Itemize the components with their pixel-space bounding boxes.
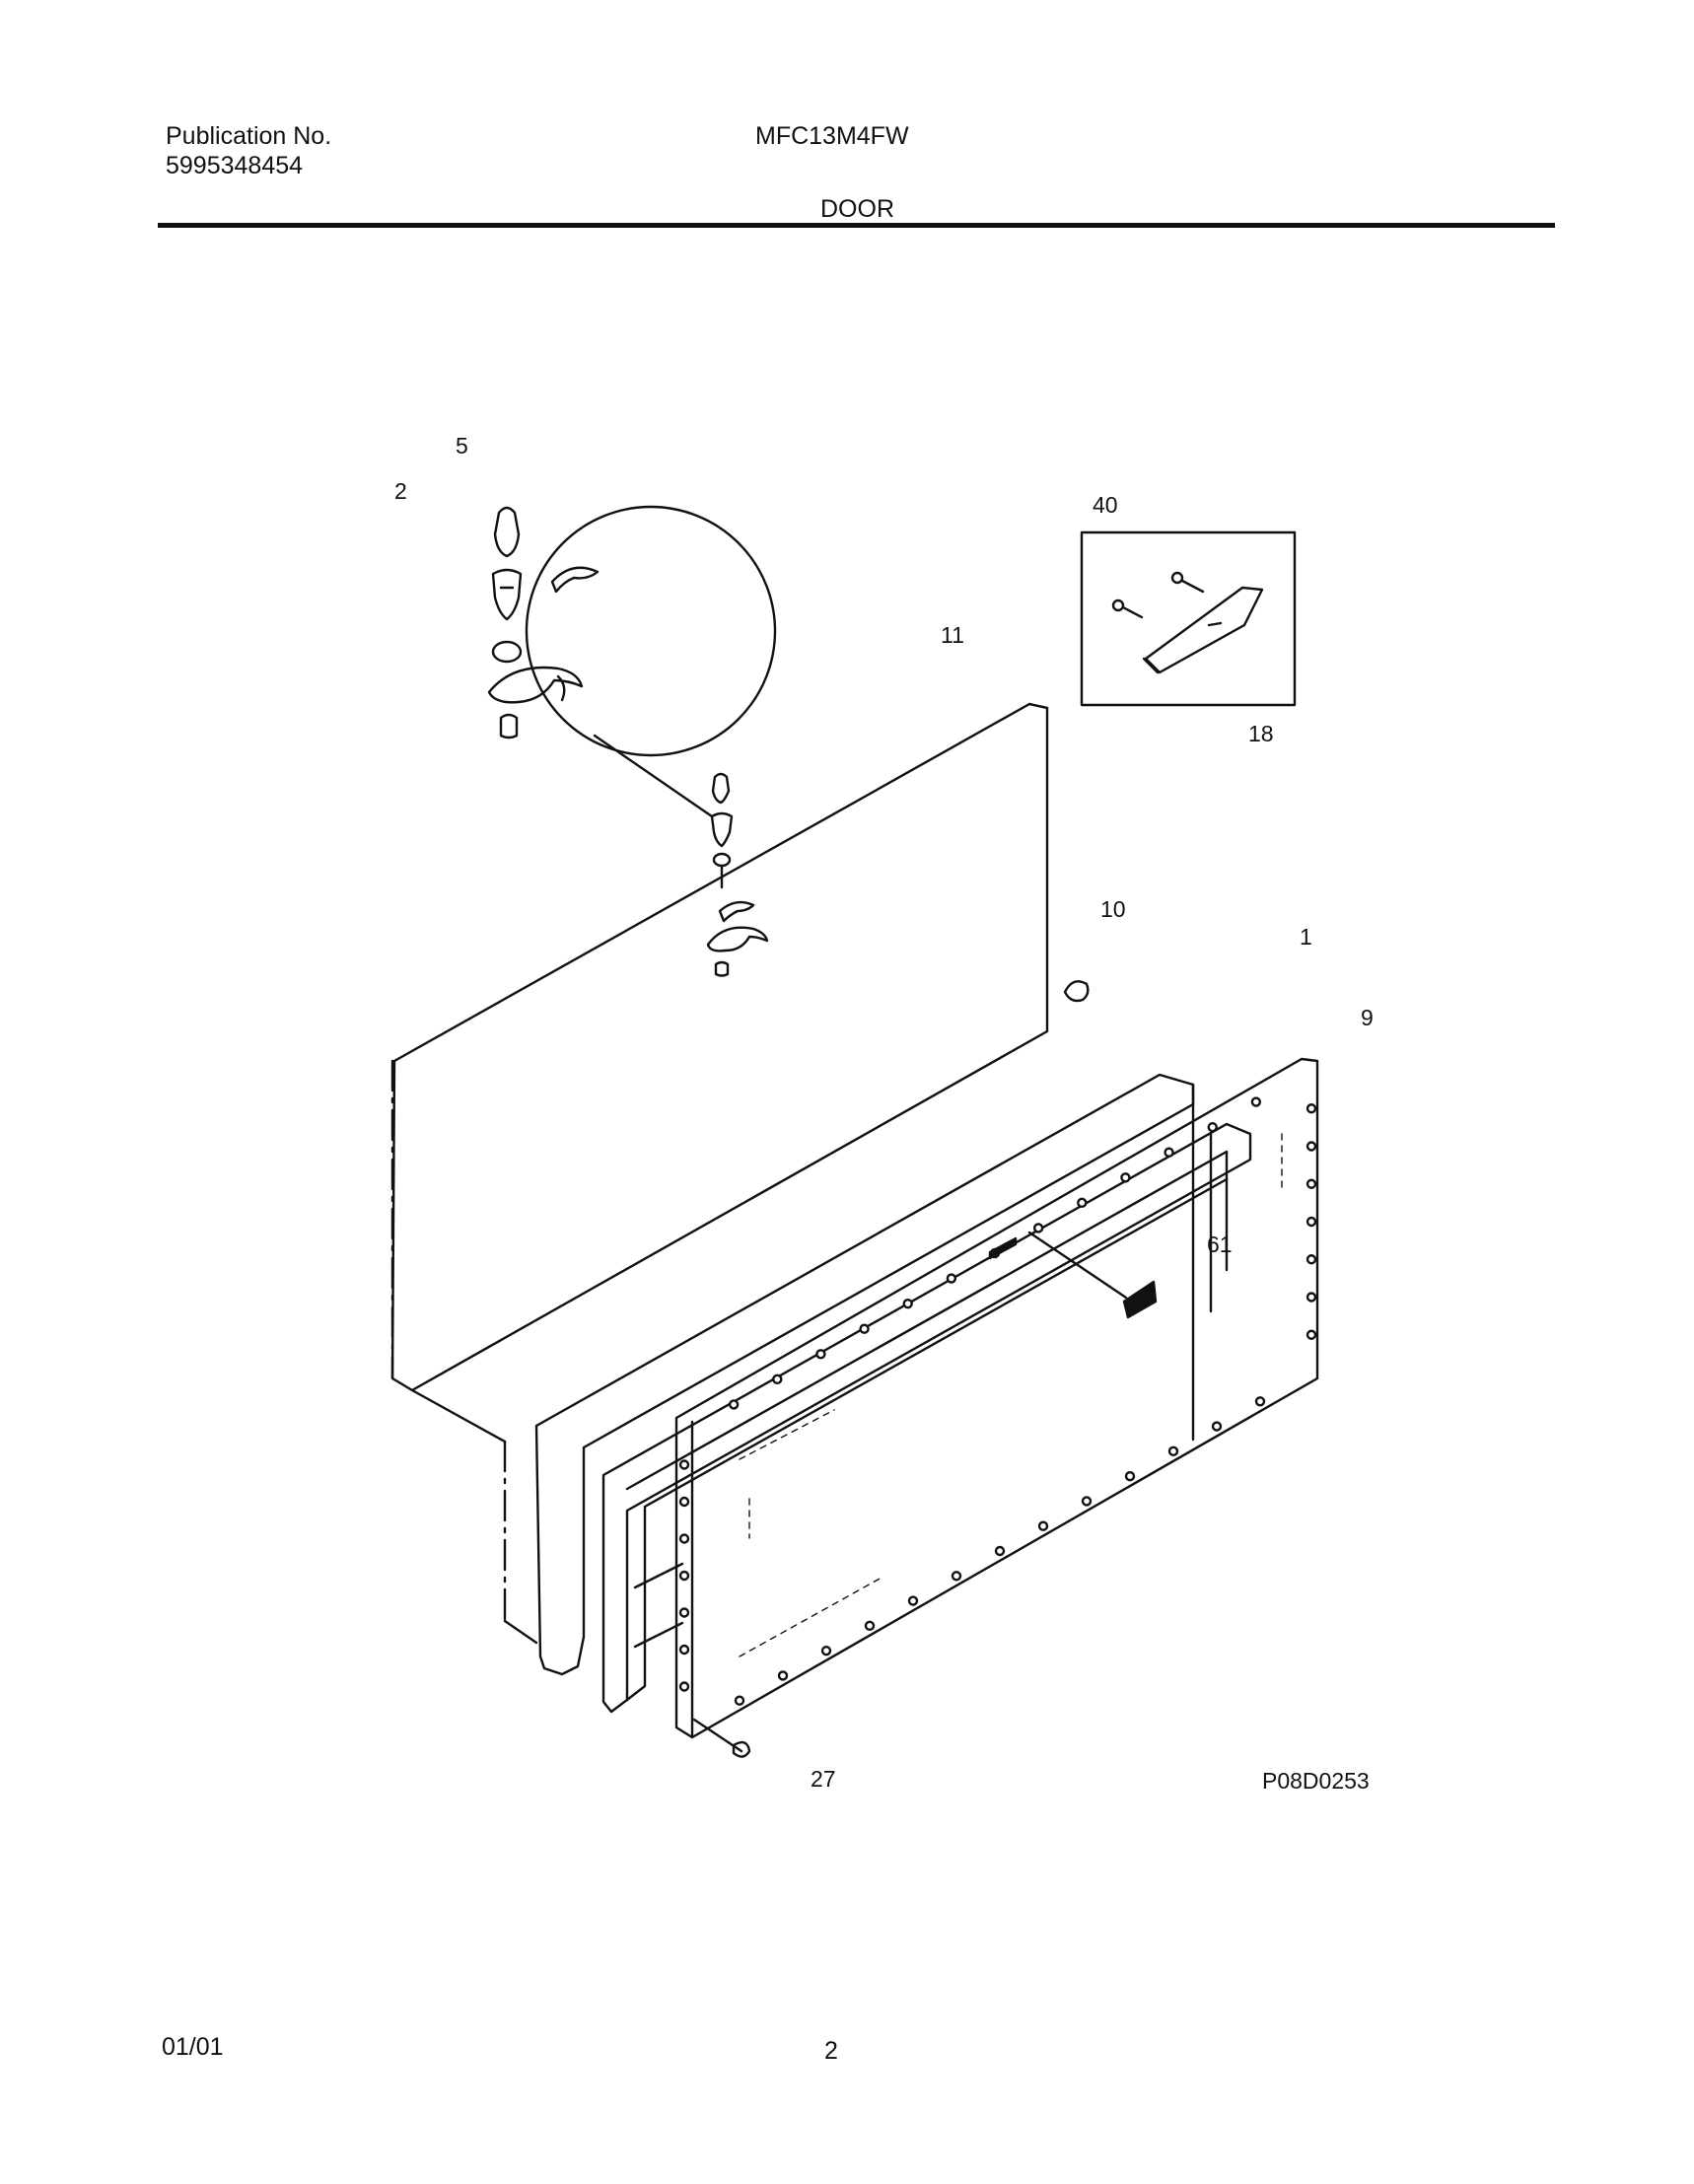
screw-dot	[1306, 1216, 1317, 1228]
hinge-detail-circle	[487, 505, 777, 818]
header-rule	[158, 223, 1555, 228]
figure-code: P08D0253	[1262, 1768, 1370, 1794]
screw-dot	[1306, 1141, 1317, 1152]
plug-part	[1063, 980, 1090, 1003]
screw-dot	[864, 1620, 876, 1632]
screw-dot	[1207, 1121, 1218, 1133]
liner-screws	[678, 1096, 1317, 1706]
screw-dot	[1167, 1445, 1179, 1457]
door-liner-panel	[410, 1073, 1195, 1676]
section-title: DOOR	[820, 195, 894, 223]
screw-dot	[728, 1399, 740, 1410]
screw-dot	[678, 1496, 690, 1508]
callout-61: 61	[1207, 1232, 1233, 1257]
screw-dot	[951, 1571, 962, 1582]
callout-5: 5	[456, 433, 468, 458]
hidden-lines	[739, 1133, 1283, 1657]
screw-dot	[678, 1681, 690, 1692]
callout-27: 27	[811, 1766, 836, 1792]
screw-dot	[815, 1349, 826, 1360]
door-gasket	[601, 1122, 1252, 1714]
screw-dot	[1306, 1292, 1317, 1303]
callout-9: 9	[1361, 1005, 1374, 1030]
screw-dot	[1306, 1329, 1317, 1340]
screw-dot	[1077, 1197, 1088, 1209]
screw-dot	[859, 1323, 870, 1334]
screw-dot	[777, 1670, 789, 1681]
screw-dot	[678, 1533, 690, 1544]
screw-dot	[1250, 1096, 1262, 1107]
hinge-parts-small	[706, 772, 769, 977]
screw-dot	[1306, 1103, 1317, 1114]
screw-27	[692, 1718, 751, 1758]
screw-dot	[1306, 1254, 1317, 1265]
screw-dot	[1164, 1147, 1174, 1158]
callout-1: 1	[1300, 924, 1312, 950]
page-number: 2	[824, 2037, 838, 2065]
screw-dot	[772, 1374, 783, 1385]
screw-dot	[1081, 1496, 1093, 1507]
screw-dot	[678, 1644, 690, 1656]
bracket-part-61	[988, 1231, 1158, 1319]
model-number: MFC13M4FW	[755, 122, 909, 150]
screw-dot	[902, 1298, 913, 1309]
callout-10: 10	[1100, 896, 1126, 922]
screw-dot	[994, 1545, 1006, 1557]
screw-dot	[678, 1459, 690, 1470]
screw-dot	[1306, 1178, 1317, 1189]
callout-40: 40	[1093, 492, 1118, 518]
screw-dot	[734, 1695, 745, 1706]
screw-dot	[678, 1607, 690, 1618]
screw-dot	[820, 1645, 832, 1656]
screw-dot	[1120, 1172, 1131, 1183]
callout-2: 2	[394, 478, 407, 504]
footer-date: 01/01	[162, 2033, 224, 2061]
screw-dot	[678, 1570, 690, 1582]
inset-box-handle	[1080, 530, 1297, 707]
screw-dot	[907, 1595, 919, 1606]
screw-dot	[1211, 1421, 1223, 1432]
screw-dot	[1254, 1396, 1266, 1407]
callout-11: 11	[941, 622, 964, 648]
screw-dot	[1032, 1223, 1044, 1233]
screw-dot	[1124, 1470, 1136, 1482]
screw-dot	[946, 1273, 957, 1284]
screw-dot	[1037, 1520, 1049, 1531]
outer-door-panel	[390, 702, 1049, 1392]
inner-door-liner	[674, 1057, 1319, 1739]
callout-18: 18	[1248, 721, 1274, 746]
publication-label: Publication No.	[166, 122, 332, 150]
publication-number: 5995348454	[166, 152, 304, 179]
